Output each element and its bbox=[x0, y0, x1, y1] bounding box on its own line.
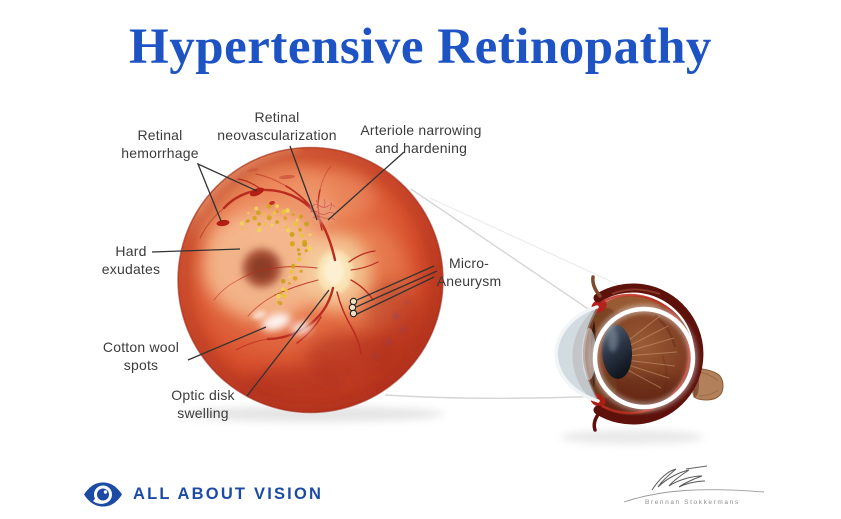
cotton-wool-spot-shapes bbox=[252, 310, 312, 335]
neovascularization-patch bbox=[308, 198, 336, 224]
optic-disk bbox=[302, 234, 370, 310]
zonule-fibers bbox=[623, 315, 678, 389]
label-leader-lines bbox=[151, 145, 438, 397]
page-title: Hypertensive Retinopathy bbox=[129, 19, 712, 75]
label-hard-exudates: Hard exudates bbox=[101, 243, 161, 278]
macula bbox=[243, 249, 281, 287]
logo-wordmark: ALL ABOUT VISION bbox=[133, 485, 324, 503]
micro-aneurysm-rings bbox=[348, 297, 358, 318]
label-retinal-neovascularization: Retinal neovascularization bbox=[217, 109, 337, 144]
eye-cross-section-illustration bbox=[554, 275, 724, 444]
eye-logo-icon bbox=[84, 482, 122, 507]
label-optic-disk-swelling: Optic disk swelling bbox=[171, 387, 235, 422]
fundus-illustration bbox=[177, 146, 444, 422]
label-micro-aneurysm: Micro- Aneurysm bbox=[436, 255, 502, 290]
retina-purple-specks bbox=[373, 300, 409, 358]
hard-exudate-dots bbox=[239, 204, 313, 306]
all-about-vision-logo: ALL ABOUT VISION bbox=[83, 481, 323, 508]
artist-signature-name: Brennan Stokkermans bbox=[645, 499, 740, 506]
lens bbox=[601, 325, 633, 379]
label-retinal-hemorrhage: Retinal hemorrhage bbox=[121, 127, 199, 162]
magnifier-circle bbox=[590, 304, 698, 412]
artist-signature-scribble bbox=[623, 465, 765, 503]
label-arteriole-narrowing: Arteriole narrowing and hardening bbox=[360, 122, 482, 157]
magnifier-beam-lines bbox=[384, 188, 622, 399]
label-cotton-wool-spots: Cotton wool spots bbox=[102, 339, 180, 374]
